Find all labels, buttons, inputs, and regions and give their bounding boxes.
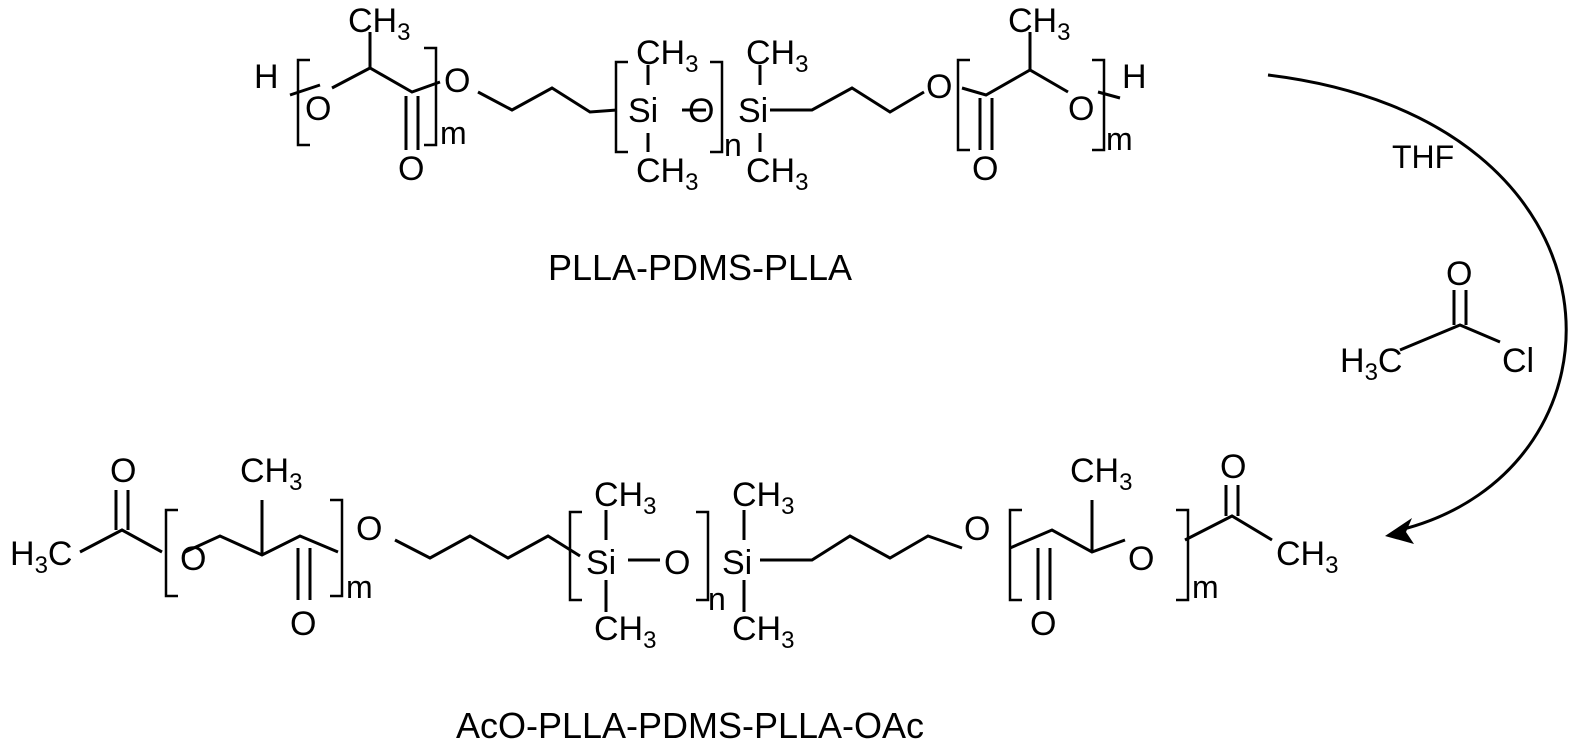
- bottom-carbonyl-o-left: O: [290, 605, 316, 643]
- curved-arrow-path: [1267, 73, 1568, 532]
- top-o-right: O: [1068, 90, 1094, 128]
- bottom-polymer-structure: H3C O O CH3 O m O Si O Si n CH3 CH3 CH3 …: [10, 448, 1338, 654]
- bottom-right-bracket-close: [1176, 508, 1190, 602]
- bottom-si-methyl-bonds: [604, 510, 746, 612]
- bottom-ch3-left: CH3: [240, 452, 302, 496]
- bottom-ch3-terminal: CH3: [1276, 535, 1338, 579]
- acetyl-chloride-reagent: O H3C Cl: [1340, 255, 1534, 386]
- bottom-left-carbonyl-bond: [296, 548, 312, 600]
- top-m-right: m: [1106, 121, 1133, 157]
- bottom-si1-ch3-down: CH3: [594, 610, 656, 654]
- bottom-acetyl-o-right: O: [1220, 448, 1246, 486]
- top-h-right: H: [1122, 58, 1147, 96]
- top-si1-ch3-down: CH3: [636, 152, 698, 196]
- bottom-o-right: O: [1128, 540, 1154, 578]
- bottom-si2-ch3-down: CH3: [732, 610, 794, 654]
- top-si-bracket-close: [710, 60, 724, 154]
- reagent-cl: Cl: [1502, 342, 1534, 380]
- bottom-n: n: [708, 581, 726, 617]
- bottom-left-propyl-bond: [394, 534, 581, 560]
- top-m-left: m: [440, 115, 467, 151]
- bottom-ester-o-left: O: [356, 510, 382, 548]
- bottom-o-left: O: [180, 540, 206, 578]
- bottom-right-backbone-bond: [1009, 500, 1126, 554]
- top-ester-o-left: O: [444, 62, 470, 100]
- top-left-propyl-bond: [477, 86, 618, 114]
- top-o-left: O: [305, 90, 331, 128]
- bottom-acetyl-carbonyl-right: [1224, 485, 1240, 516]
- arrow-head: [1385, 518, 1414, 544]
- top-left-backbone-bond: [289, 66, 441, 97]
- bottom-m-left: m: [346, 569, 373, 605]
- reagent-h3c: H3C: [1340, 342, 1402, 386]
- top-polymer-structure: H O CH3 O m O Si O Si n CH3 CH3 CH3 CH3 …: [254, 2, 1147, 196]
- top-ch3-left: CH3: [348, 2, 410, 46]
- bottom-right-propyl-bond: [628, 534, 963, 562]
- bottom-polymer-name: AcO-PLLA-PDMS-PLLA-OAc: [456, 705, 924, 746]
- top-left-bracket-close: [424, 46, 438, 147]
- top-right-propyl-bond: [682, 86, 925, 114]
- top-right-bracket-open: [956, 58, 970, 152]
- top-right-oh-bond: [1097, 90, 1121, 100]
- bottom-carbonyl-o-right: O: [1030, 605, 1056, 643]
- top-ch3-right: CH3: [1008, 2, 1070, 46]
- top-left-carbonyl-bond: [404, 96, 420, 150]
- top-si1-ch3-up: CH3: [636, 34, 698, 78]
- top-carbonyl-o-left: O: [398, 150, 424, 188]
- top-n: n: [724, 127, 742, 163]
- bottom-ch3-right: CH3: [1070, 452, 1132, 496]
- top-si2-ch3-down: CH3: [746, 152, 808, 196]
- top-si-methyl-bonds: [646, 65, 762, 152]
- bottom-acetyl-carbonyl-left: [114, 490, 130, 530]
- top-si2-ch3-up: CH3: [746, 34, 808, 78]
- reaction-arrow: [1267, 73, 1568, 544]
- bottom-si2-ch3-up: CH3: [732, 476, 794, 520]
- bottom-left-bracket-close: [330, 498, 344, 598]
- bottom-ester-o-right: O: [964, 510, 990, 548]
- bottom-h3c-left: H3C: [10, 535, 72, 579]
- bottom-si1-ch3-up: CH3: [594, 476, 656, 520]
- reagent-carbonyl-bond: [1452, 290, 1468, 325]
- reagent-o: O: [1446, 255, 1472, 293]
- top-ester-o-right: O: [926, 68, 952, 106]
- bottom-si-2: Si: [722, 544, 752, 582]
- bottom-si-bracket-close: [696, 510, 710, 602]
- top-si-bracket-open: [614, 60, 628, 154]
- top-carbonyl-o-right: O: [972, 150, 998, 188]
- top-polymer-name: PLLA-PDMS-PLLA: [548, 247, 852, 288]
- bottom-right-bracket-open: [1008, 508, 1022, 602]
- top-right-carbonyl-bond: [978, 98, 994, 150]
- top-h-left: H: [254, 58, 279, 96]
- bottom-si-bracket-open: [568, 510, 582, 602]
- solvent-label: THF: [1392, 139, 1454, 175]
- bottom-acetyl-o-left: O: [110, 452, 136, 490]
- bottom-si-o: O: [664, 544, 690, 582]
- top-right-backbone-bond: [961, 32, 1069, 97]
- top-si-1: Si: [628, 92, 658, 130]
- bottom-left-bracket-open: [164, 508, 178, 598]
- bottom-si-1: Si: [586, 544, 616, 582]
- bottom-right-carbonyl-bond: [1036, 548, 1052, 600]
- bottom-right-acetyl-bond: [1184, 514, 1273, 542]
- reagent-chain-bond: [1399, 323, 1501, 352]
- top-right-bracket-close: [1092, 58, 1106, 152]
- top-si-2: Si: [738, 92, 768, 130]
- bottom-m-right: m: [1192, 569, 1219, 605]
- top-si-o: O: [688, 92, 714, 130]
- top-left-bracket-open: [296, 58, 310, 147]
